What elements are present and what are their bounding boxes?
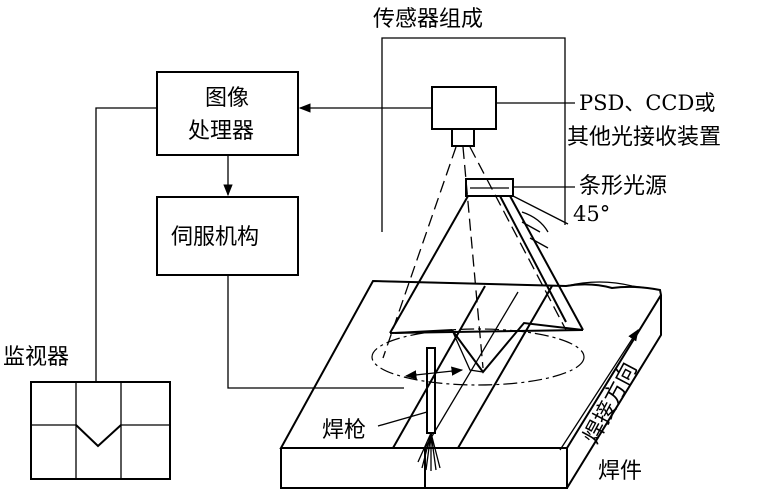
- torch-leader: [377, 411, 428, 427]
- monitor-box: [30, 381, 171, 480]
- light-sheet-hatch-2: [529, 237, 549, 249]
- light-sheet-left: [389, 195, 469, 334]
- receiver-label-2: 其他光接收装置: [567, 125, 721, 150]
- torch-arc: [417, 432, 441, 471]
- sensor-group-label: 传感器组成: [373, 7, 483, 32]
- receiver-label-1: PSD、CCD或: [579, 91, 715, 115]
- image-processor-label-2: 处理器: [188, 119, 254, 144]
- seam-groove-right: [457, 285, 553, 449]
- torch-motion-arrow: [404, 366, 464, 380]
- light-sheet-right-2: [499, 195, 567, 323]
- monitor-label: 监视器: [3, 345, 69, 370]
- angle-label: 45°: [573, 202, 610, 226]
- image-processor-label-1: 图像: [205, 86, 249, 111]
- camera-view-right: [469, 146, 567, 331]
- camera-body: [431, 86, 497, 130]
- field-of-view-ellipse: [371, 328, 585, 386]
- workpiece-label: 焊件: [598, 459, 642, 484]
- workpiece-right-face: [566, 295, 662, 489]
- torch-label: 焊枪: [322, 418, 366, 443]
- light-sheet-right: [509, 195, 584, 331]
- servo-label: 伺服机构: [171, 225, 259, 250]
- sensor-group-bracket: [381, 37, 566, 232]
- laser-stripe-front: [451, 329, 484, 373]
- angle-arc: [521, 211, 549, 233]
- camera-lens: [451, 128, 475, 147]
- torch-body: [426, 347, 436, 434]
- light-sheet-hatch-1: [521, 221, 541, 233]
- weld-direction-arrow: [559, 329, 639, 451]
- angle-ref-line: [512, 195, 569, 225]
- processor-to-monitor-line: [95, 107, 157, 382]
- monitor-seam-profile: [75, 424, 122, 448]
- servo-to-torch-line: [227, 275, 404, 389]
- workpiece-far-edge: [372, 280, 661, 291]
- light-source-label: 条形光源: [579, 174, 667, 199]
